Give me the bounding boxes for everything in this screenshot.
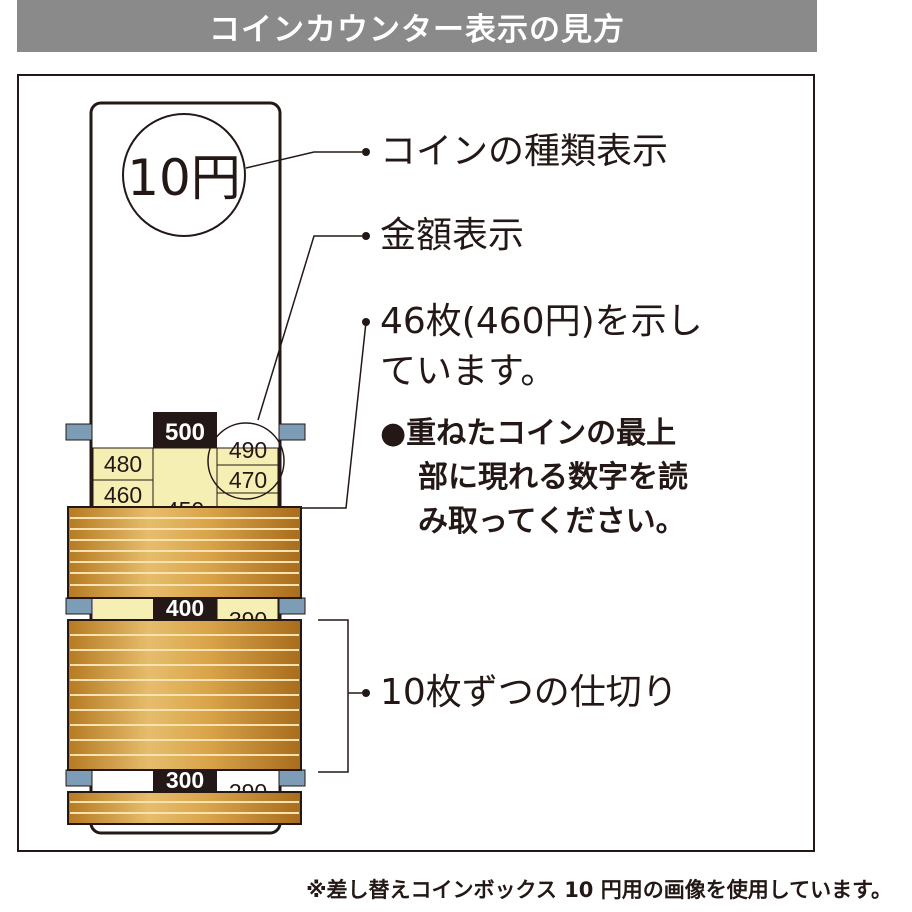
- footnote: ※差し替えコインボックス 10 円用の画像を使用しています。: [306, 878, 892, 902]
- coin-type-circle: [122, 113, 246, 237]
- label-count-line1: 46枚(460円)を示し: [380, 301, 703, 342]
- header-title: コインカウンター表示の見方: [209, 11, 625, 48]
- counter-number-480: 480: [104, 451, 142, 477]
- diagram-frame: [17, 74, 815, 852]
- leader-line-count: [301, 321, 367, 509]
- note-line3: み取ってください。: [418, 504, 686, 539]
- label-coin-type: コインの種類表示: [380, 131, 669, 172]
- counter-number-460: 460: [104, 482, 142, 508]
- counter-number-470: 470: [229, 467, 267, 493]
- tab-yellow-right: [216, 447, 279, 509]
- bullet-dot: [362, 689, 370, 697]
- counter-number-300: 300: [166, 767, 204, 793]
- counter-number-400: 400: [166, 595, 204, 621]
- coin-stack-middle: [67, 619, 302, 771]
- page-header: コインカウンター表示の見方: [17, 0, 817, 52]
- amount-highlight-circle: [207, 422, 285, 500]
- label-amount: 金額表示: [380, 215, 525, 256]
- label-500-bg: [153, 412, 217, 448]
- label-divider: 10枚ずつの仕切り: [380, 672, 678, 713]
- bullet-dot: [362, 148, 370, 156]
- divider-clip: [278, 597, 306, 615]
- coin-stack-lower: [67, 791, 302, 825]
- leader-line-amount: [257, 235, 362, 421]
- divider-clip: [278, 423, 306, 441]
- divider-bracket: [318, 619, 349, 773]
- label-300-bg: [153, 768, 217, 792]
- label-count-line2: ています。: [380, 351, 557, 392]
- divider-clip: [65, 769, 93, 787]
- leader-line-coin-type: [245, 151, 362, 169]
- bullet-dot: [362, 318, 370, 326]
- bullet-dot: [362, 232, 370, 240]
- note-line1: ●重ねたコインの最上: [380, 416, 677, 451]
- note-line2: 部に現れる数字を読: [418, 460, 688, 495]
- divider-clip: [65, 423, 93, 441]
- label-400-bg: [153, 596, 217, 620]
- divider-clip: [278, 769, 306, 787]
- counter-number-490: 490: [229, 437, 267, 463]
- tab-yellow-lower-left: [93, 598, 153, 620]
- coin-stack-upper: [67, 506, 302, 599]
- counter-number-500: 500: [165, 419, 205, 446]
- divider-clip: [65, 597, 93, 615]
- coin-type-label: 10円: [127, 149, 241, 207]
